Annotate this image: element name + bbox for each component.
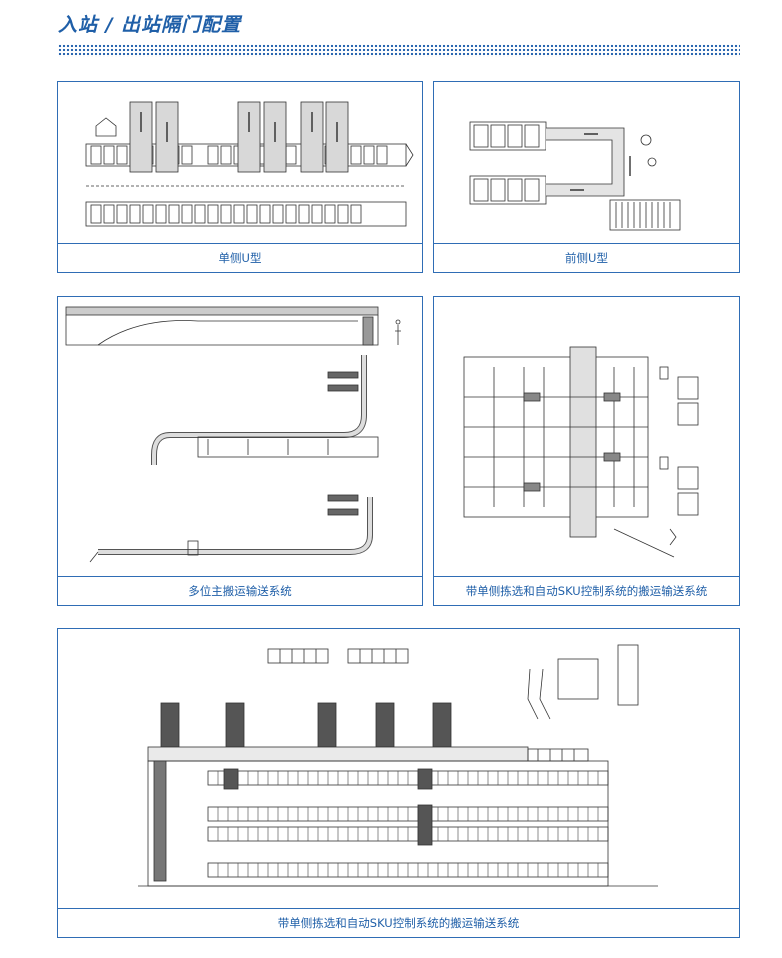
layout-drawing-single-side-u — [85, 101, 414, 227]
figure-panel-large-layout: 带单侧拣选和自动SKU控制系统的搬运输送系统 — [57, 628, 740, 938]
figure-caption: 多位主搬运输送系统 — [58, 576, 422, 605]
layout-drawing-single-side-picking — [463, 346, 699, 558]
page-title: 入站 / 出站隔门配置 — [58, 14, 242, 36]
figure-panel-single-side-picking: 带单侧拣选和自动SKU控制系统的搬运输送系统 — [433, 296, 740, 606]
figure-caption: 单侧U型 — [58, 243, 422, 272]
layout-drawing-multi-position — [65, 306, 401, 563]
dotted-divider — [58, 44, 740, 57]
figure-caption: 带单侧拣选和自动SKU控制系统的搬运输送系统 — [434, 576, 739, 605]
figure-caption: 前侧U型 — [434, 243, 739, 272]
layout-drawing-large-system — [138, 644, 658, 887]
figure-panel-front-u: 前侧U型 — [433, 81, 740, 273]
figure-panel-single-side-u: 单侧U型 — [57, 81, 423, 273]
figure-panel-multi-position: 多位主搬运输送系统 — [57, 296, 423, 606]
layout-drawing-front-u — [469, 121, 681, 231]
figure-caption: 带单侧拣选和自动SKU控制系统的搬运输送系统 — [58, 908, 739, 937]
